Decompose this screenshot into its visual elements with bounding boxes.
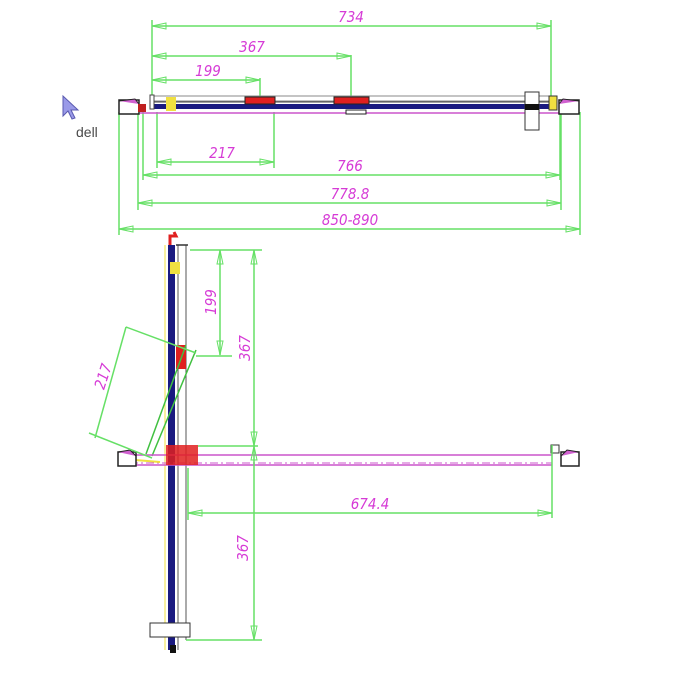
dim-850-890: 850-890 [322,211,378,229]
arrow-cursor-icon [62,94,80,120]
dim-199: 199 [195,62,221,80]
cursor-label: dell [76,124,98,140]
dim-766: 766 [337,157,363,175]
top-door-assembly [118,91,580,131]
side-view: 199 367 217 674.4 367 [88,231,580,653]
dim-367-vertical-bottom: 367 [234,535,252,561]
top-view: 734 367 199 217 766 778.8 850-890 [118,8,581,235]
dim-217: 217 [209,144,235,162]
dim-734: 734 [338,8,364,26]
dim-217-rotated: 217 [91,361,116,391]
dim-367-vertical-top: 367 [236,335,254,361]
dim-674-4: 674.4 [351,495,390,513]
dim-199-vertical: 199 [202,289,220,315]
dim-367: 367 [239,38,265,56]
dim-778-8: 778.8 [331,185,370,203]
